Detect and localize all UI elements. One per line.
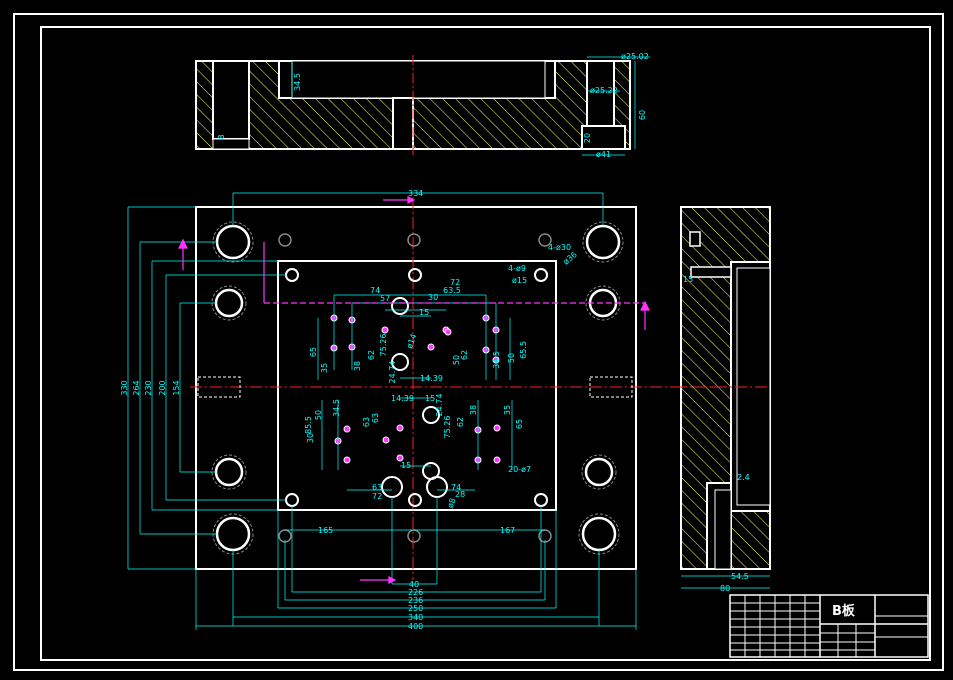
side-section-view: 54.5 80 2.4 15: [675, 206, 771, 593]
inner-border: [40, 26, 931, 661]
svg-text:38: 38: [469, 405, 478, 415]
svg-text:38: 38: [353, 361, 362, 371]
svg-text:34.5: 34.5: [332, 399, 341, 417]
dia-bottom-label: ø41: [596, 150, 611, 159]
svg-text:28: 28: [455, 490, 465, 499]
svg-text:74: 74: [451, 483, 461, 492]
svg-text:63: 63: [372, 483, 382, 492]
svg-text:330: 330: [120, 380, 129, 395]
svg-text:85.5: 85.5: [304, 416, 313, 434]
svg-text:63: 63: [371, 413, 380, 423]
dia-mid-label: ø25.22: [590, 86, 618, 95]
svg-text:50: 50: [452, 355, 461, 365]
svg-text:50: 50: [314, 410, 323, 420]
top-section-view: 34.5 ø25.02 ø25.22 ø41 60 8 20: [195, 52, 650, 159]
svg-text:14.39: 14.39: [391, 394, 414, 403]
guide-holes: [214, 224, 621, 552]
svg-text:226: 226: [408, 588, 423, 597]
small-left-label: 8: [217, 134, 226, 139]
svg-text:35: 35: [503, 405, 512, 415]
svg-text:ø15: ø15: [512, 276, 527, 285]
svg-text:74: 74: [370, 286, 380, 295]
svg-text:75.26: 75.26: [379, 334, 388, 357]
svg-text:72: 72: [450, 278, 460, 287]
svg-text:65.5: 65.5: [519, 341, 528, 359]
svg-text:50: 50: [507, 353, 516, 363]
svg-text:75.26: 75.26: [443, 416, 452, 439]
side-small-label: 15: [683, 275, 693, 284]
svg-text:20-ø7: 20-ø7: [508, 465, 531, 474]
svg-text:165: 165: [318, 526, 333, 535]
svg-text:167: 167: [500, 526, 515, 535]
small-mid-label: 20: [583, 133, 592, 143]
svg-text:40: 40: [409, 580, 419, 589]
svg-text:15: 15: [401, 461, 411, 470]
drawing-name: B板: [832, 603, 856, 619]
svg-text:63: 63: [362, 417, 371, 427]
plan-view: 334 72 63.5 74 57 30 15 40 226 236 250 3…: [120, 189, 770, 631]
svg-text:154: 154: [172, 380, 181, 395]
svg-text:62: 62: [456, 417, 465, 427]
height-right-label: 60: [638, 110, 647, 120]
svg-text:15: 15: [425, 394, 435, 403]
svg-text:30: 30: [306, 433, 315, 443]
svg-text:24.74: 24.74: [388, 361, 397, 384]
svg-text:72: 72: [372, 492, 382, 501]
svg-text:24.74: 24.74: [435, 394, 444, 417]
svg-text:34.5: 34.5: [492, 351, 501, 369]
svg-text:230: 230: [144, 380, 153, 395]
svg-text:340: 340: [408, 613, 423, 622]
svg-text:14.39: 14.39: [420, 374, 443, 383]
svg-text:4-ø30: 4-ø30: [548, 243, 571, 252]
svg-text:35: 35: [320, 363, 329, 373]
svg-text:236: 236: [408, 596, 423, 605]
svg-text:30: 30: [428, 293, 438, 302]
svg-text:ø14: ø14: [405, 333, 419, 350]
svg-text:63.5: 63.5: [443, 286, 461, 295]
svg-text:ø36: ø36: [562, 250, 579, 267]
svg-text:62: 62: [367, 350, 376, 360]
side-width-label: 54.5: [731, 572, 749, 581]
svg-text:264: 264: [132, 380, 141, 395]
plan-dimension-labels: 334 72 63.5 74 57 30 15 40 226 236 250 3…: [120, 189, 579, 631]
svg-text:400: 400: [408, 622, 423, 631]
svg-text:65: 65: [515, 419, 524, 429]
ejector-holes: [330, 314, 501, 464]
svg-text:15: 15: [419, 308, 429, 317]
side-total-label: 80: [720, 584, 730, 593]
svg-text:62: 62: [460, 350, 469, 360]
outer-border: [13, 13, 944, 671]
svg-text:250: 250: [408, 604, 423, 613]
svg-text:200: 200: [158, 380, 167, 395]
depth-label: 34.5: [293, 73, 302, 91]
svg-text:57: 57: [380, 294, 390, 303]
side-gap-label: 2.4: [737, 473, 750, 482]
svg-text:4-ø9: 4-ø9: [508, 264, 526, 273]
title-block: B板: [729, 594, 929, 658]
svg-text:334: 334: [408, 189, 423, 198]
svg-text:ø8: ø8: [446, 497, 458, 509]
svg-text:65: 65: [309, 347, 318, 357]
dia-top-label: ø25.02: [621, 52, 649, 61]
